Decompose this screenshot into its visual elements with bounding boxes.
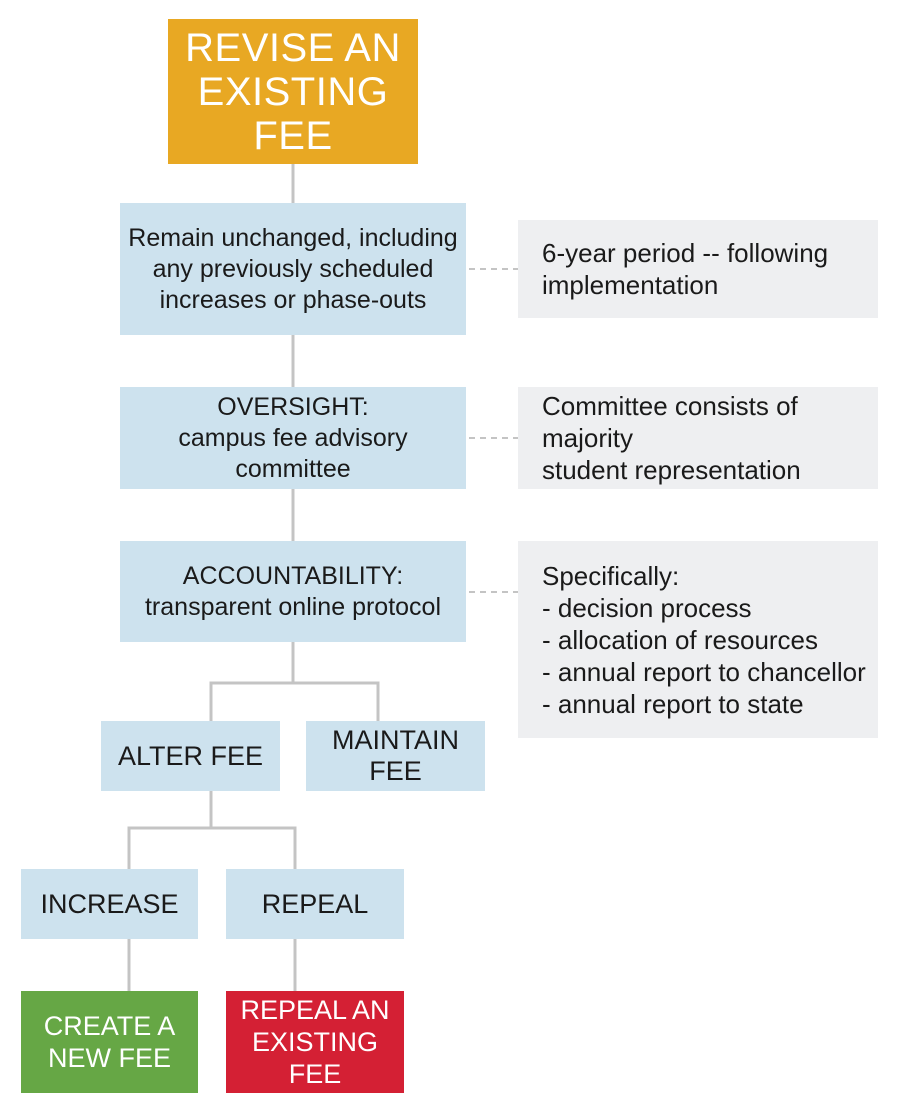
note-specifically-line-5: - annual report to state — [542, 688, 804, 719]
note-specifically-line-1: Specifically: — [542, 560, 680, 591]
step-remain-unchanged: Remain unchanged, including any previous… — [120, 203, 466, 335]
note-specifically: Specifically: - decision process - alloc… — [518, 541, 878, 738]
oversight-text: campus fee advisory committee — [178, 423, 408, 483]
note-committee-line-2: student representation — [542, 455, 801, 485]
branch-increase: INCREASE — [21, 869, 198, 939]
step-unchanged-line-1: Remain unchanged, including — [128, 223, 458, 252]
branch-maintain-fee: MAINTAIN FEE — [306, 721, 485, 791]
branch-repeal: REPEAL — [226, 869, 404, 939]
note-specifically-line-2: - decision process — [542, 592, 752, 623]
increase-label: INCREASE — [40, 888, 179, 919]
note-six-year-period: 6-year period -- following implementatio… — [518, 220, 878, 318]
title-revise-existing-fee: REVISE AN EXISTING FEE — [168, 19, 418, 164]
outcome-create-new-fee: CREATE A NEW FEE — [21, 991, 198, 1093]
repeal-existing-line-1: REPEAL AN — [240, 995, 390, 1025]
step-unchanged-line-3: increases or phase-outs — [159, 285, 427, 314]
note-committee: Committee consists of majority student r… — [518, 387, 878, 489]
outcome-repeal-existing-fee: REPEAL AN EXISTING FEE — [226, 991, 404, 1093]
note-specifically-line-4: - annual report to chancellor — [542, 656, 866, 687]
maintain-fee-label: MAINTAIN FEE — [332, 725, 459, 786]
title-line-2: EXISTING FEE — [197, 69, 389, 158]
step-accountability: ACCOUNTABILITY: transparent online proto… — [120, 541, 466, 642]
connector-accountability-to-branches — [209, 642, 295, 721]
title-line-1: REVISE AN — [185, 25, 401, 70]
step-unchanged-line-2: any previously scheduled — [152, 254, 434, 283]
accountability-heading: ACCOUNTABILITY: — [182, 561, 404, 590]
note-six-year-line-1: 6-year period -- following — [542, 238, 829, 268]
accountability-text: transparent online protocol — [144, 592, 442, 621]
note-committee-line-1: Committee consists of majority — [542, 391, 798, 453]
repeal-existing-line-2: EXISTING FEE — [251, 1027, 379, 1089]
branch-alter-fee: ALTER FEE — [101, 721, 280, 791]
repeal-label: REPEAL — [261, 888, 369, 919]
connector-alter-to-increase — [127, 791, 213, 869]
connector-alter-to-repeal — [211, 826, 297, 869]
alter-fee-label: ALTER FEE — [117, 740, 264, 771]
create-line-1: CREATE A — [43, 1011, 176, 1041]
oversight-heading: OVERSIGHT: — [217, 392, 369, 421]
note-specifically-line-3: - allocation of resources — [542, 624, 819, 655]
step-oversight: OVERSIGHT: campus fee advisory committee — [120, 387, 466, 489]
create-line-2: NEW FEE — [47, 1043, 171, 1073]
note-six-year-line-2: implementation — [542, 270, 719, 300]
connector-branch-maintain — [293, 681, 380, 721]
